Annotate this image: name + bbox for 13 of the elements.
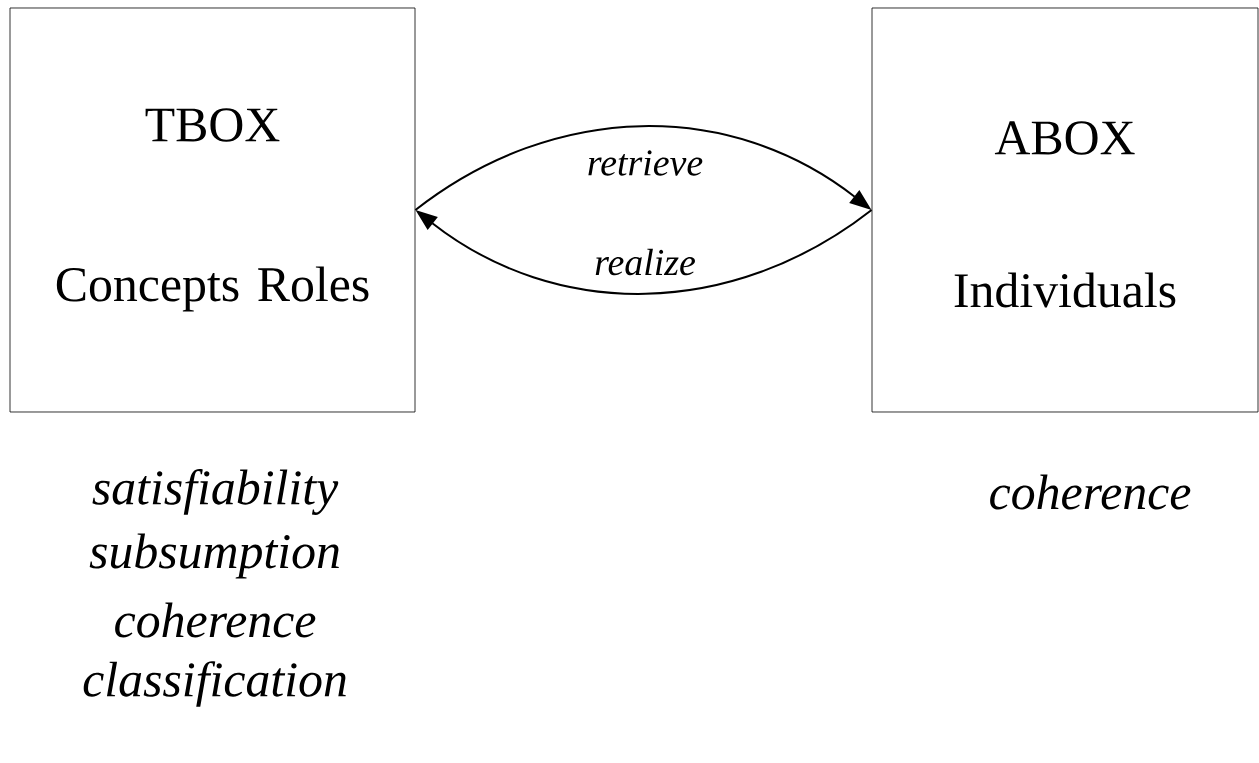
box bbox=[871, 7, 1259, 413]
edge-label: realize bbox=[595, 248, 695, 276]
edge-label: retrieve bbox=[588, 150, 703, 176]
box-heading: ABOX bbox=[994, 121, 1135, 155]
italic-label: satisfiability bbox=[92, 469, 339, 515]
box bbox=[9, 7, 416, 413]
italic-label: classification bbox=[83, 661, 346, 707]
box-text: Concepts Roles bbox=[56, 266, 369, 312]
italic-label: coherence bbox=[990, 474, 1191, 510]
box-text: Individuals bbox=[954, 272, 1176, 308]
italic-label: coherence bbox=[115, 602, 316, 638]
box-heading: TBOX bbox=[145, 108, 280, 142]
italic-label: subsumption bbox=[89, 533, 339, 579]
